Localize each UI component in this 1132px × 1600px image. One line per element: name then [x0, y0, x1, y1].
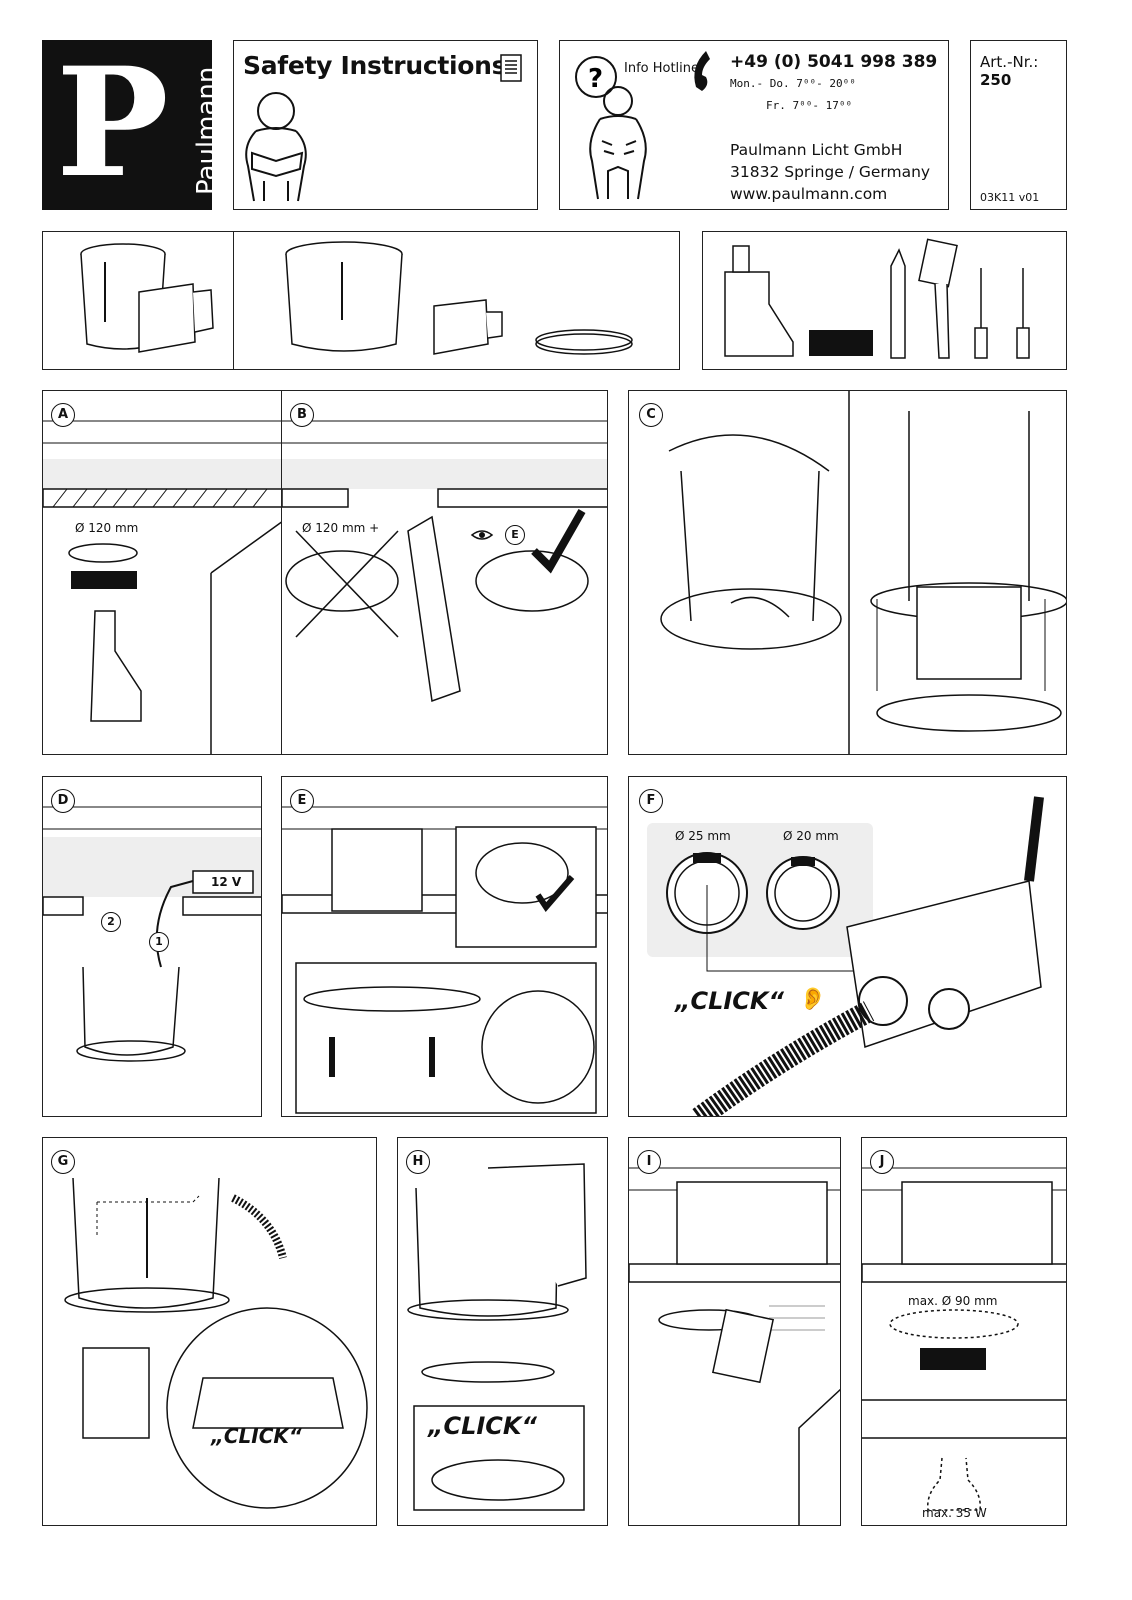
- hotline-phone: +49 (0) 5041 998 389: [730, 52, 938, 72]
- cutter-icon: [890, 248, 906, 359]
- company-name: Paulmann Licht GmbH: [730, 141, 903, 159]
- company-city: 31832 Springe / Germany: [730, 163, 931, 181]
- click-sound-label-g: „CLICK“: [211, 1424, 302, 1448]
- step-label-f: F: [639, 789, 663, 813]
- ear-icon: 👂: [799, 987, 827, 1012]
- svg-text:?: ?: [588, 64, 603, 94]
- step-label-b: B: [290, 403, 314, 427]
- version-code: 03K11 v01: [980, 191, 1040, 204]
- step-b-panel: B Ø 120 mm + E: [281, 390, 608, 755]
- screwdriver-cross-icon: [1016, 268, 1030, 359]
- step-g-panel: G „CLICK“: [42, 1137, 377, 1526]
- lamp-outline-icon: [927, 1457, 981, 1511]
- hotline-hours-weekday: Mon.- Do. 7⁰⁰- 20⁰⁰: [730, 77, 856, 90]
- click-sound-label-f: „CLICK“: [675, 987, 784, 1015]
- assembled-housing-illustration: [80, 243, 214, 353]
- reading-person-icon: [245, 54, 522, 202]
- tools-illustration: [724, 238, 1030, 359]
- article-panel: Art.-Nr.: 250 03K11 v01: [970, 40, 1067, 210]
- step-j-panel: J max. Ø 90 mm max. 35 W: [861, 1137, 1067, 1526]
- hotline-panel: ? Info Hotline +49 (0) 5041 998 389 Mon.…: [559, 40, 949, 210]
- step-label-c: C: [639, 403, 663, 427]
- step-label-e: E: [290, 789, 314, 813]
- hole-saw-icon: [809, 330, 873, 356]
- step-a-diameter: Ø 120 mm: [75, 521, 139, 535]
- cutout-limits-illustration: [862, 1167, 1066, 1511]
- article-label: Art.-Nr.:: [980, 53, 1039, 71]
- ring-attachment-illustration: [407, 1163, 587, 1511]
- parts-panel: [233, 231, 680, 370]
- company-website[interactable]: www.paulmann.com: [730, 185, 888, 203]
- step-label-d: D: [51, 789, 75, 813]
- conduit-connection-illustration: [647, 796, 1044, 1116]
- step-label-g: G: [51, 1150, 75, 1174]
- hotline-label: Info Hotline: [624, 61, 700, 76]
- separate-parts-illustration: [285, 241, 633, 355]
- step-b-ref-e: E: [505, 525, 525, 545]
- step-b-diameter: Ø 120 mm +: [302, 521, 380, 535]
- step-a-panel: A Ø 120 mm: [42, 390, 282, 755]
- clamp-screws-illustration: [282, 806, 607, 1114]
- question-person-icon: ?: [575, 51, 710, 200]
- safety-title: Safety Instructions: [243, 51, 507, 80]
- safety-panel: Safety Instructions: [233, 40, 538, 210]
- checkmark-icon: [531, 509, 586, 574]
- drill-icon: [724, 271, 794, 357]
- step-d-panel: D 12 V 1 2: [42, 776, 262, 1117]
- ceiling-drilling-illustration: [43, 391, 281, 754]
- step-h-panel: H „CLICK“: [397, 1137, 608, 1526]
- tools-panel: [702, 231, 1067, 370]
- diameter-20-label: Ø 20 mm: [783, 829, 839, 843]
- voltage-label: 12 V: [211, 875, 242, 889]
- step-label-h: H: [406, 1150, 430, 1174]
- max-diameter-label: max. Ø 90 mm: [908, 1294, 998, 1308]
- ceiling-cutting-illustration: [282, 420, 607, 703]
- finishing-illustration: [629, 1167, 840, 1525]
- step-i-panel: I: [628, 1137, 841, 1526]
- paulmann-logo: P Paulmann: [42, 40, 212, 210]
- wiring-step-2: 2: [101, 912, 121, 932]
- diameter-25-label: Ø 25 mm: [675, 829, 731, 843]
- phone-icon: [694, 51, 710, 91]
- logo-brand-name: Paulmann: [192, 66, 212, 195]
- checkmark-icon: [535, 875, 575, 912]
- hotline-hours-friday: Fr. 7⁰⁰- 17⁰⁰: [766, 99, 853, 112]
- wiring-illustration: [43, 806, 261, 1062]
- spatula-icon: [918, 238, 958, 288]
- ring-removal-illustration: [660, 391, 1066, 754]
- converter-insertion-illustration: [64, 1177, 368, 1509]
- wiring-step-1: 1: [149, 932, 169, 952]
- step-label-j: J: [870, 1150, 894, 1174]
- step-e-panel: E: [281, 776, 608, 1117]
- step-label-i: I: [637, 1150, 661, 1174]
- max-wattage-label: max. 35 W: [922, 1506, 987, 1520]
- article-number: 250: [980, 71, 1012, 89]
- logo-letter: P: [56, 40, 169, 210]
- assembled-unit-panel: [42, 231, 234, 370]
- step-f-panel: F Ø 25 mm Ø 20 mm „CLICK“ 👂: [628, 776, 1067, 1117]
- screwdriver-icon: [974, 268, 988, 359]
- click-sound-label-h: „CLICK“: [428, 1412, 537, 1440]
- step-label-a: A: [51, 403, 75, 427]
- step-c-panel: C: [628, 390, 1067, 755]
